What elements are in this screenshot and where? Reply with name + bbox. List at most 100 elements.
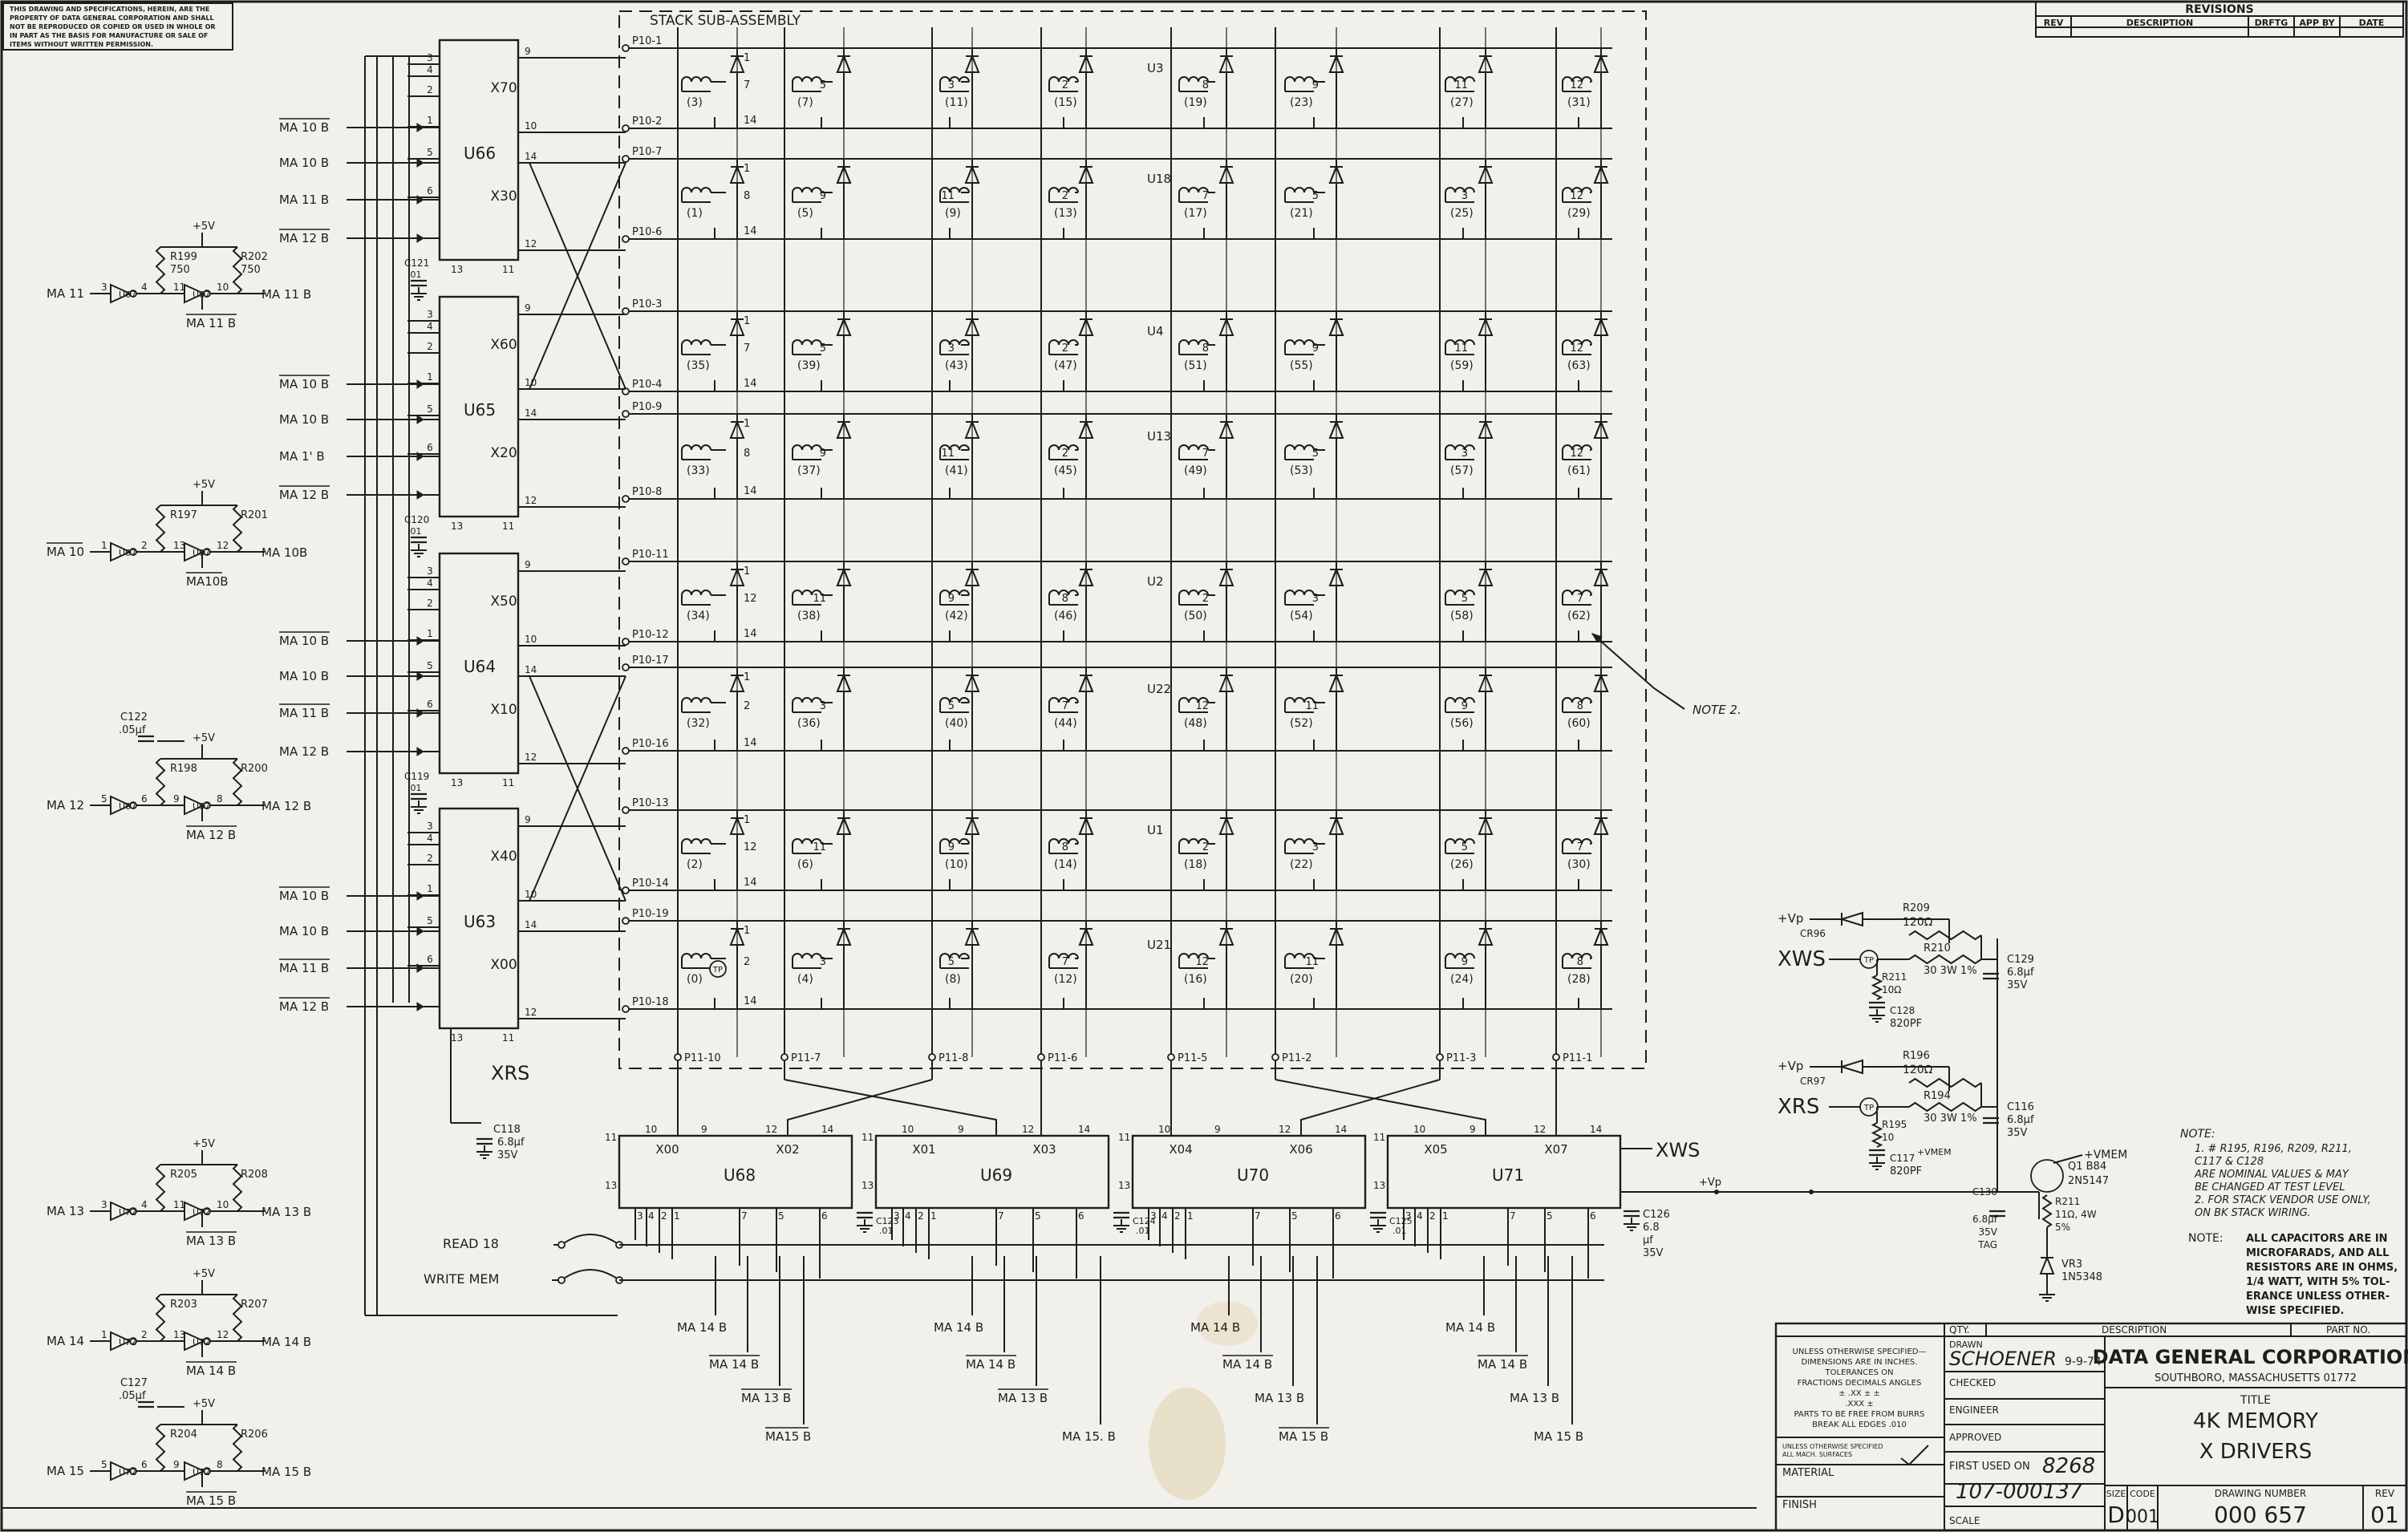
- capacitor-value: 35V: [2007, 1127, 2028, 1139]
- diode-array-label: U13: [1147, 429, 1171, 444]
- core-number: (2): [687, 858, 703, 871]
- core-winding: [1562, 187, 1592, 193]
- resistor-ref: R199: [170, 251, 197, 263]
- pullup-resistor: [232, 1424, 243, 1472]
- pin-number: 12: [1570, 190, 1583, 202]
- pin-number: 2: [1062, 448, 1068, 460]
- pin-number: 12: [1570, 448, 1583, 460]
- proprietary-notice: THIS DRAWING AND SPECIFICATIONS, HEREIN,…: [2, 2, 233, 51]
- connector-label: P10-9: [632, 401, 662, 413]
- decoder-pin-number: 5: [427, 403, 433, 415]
- core-winding: [792, 838, 822, 845]
- core-winding: [792, 697, 822, 703]
- core-winding: [792, 187, 822, 193]
- connector-label: P10-1: [632, 35, 662, 47]
- connector-pin: [557, 1241, 566, 1249]
- core-number: (29): [1567, 207, 1591, 220]
- connector-label: P11-8: [938, 1052, 968, 1064]
- capacitor-value: 35V: [497, 1149, 518, 1161]
- title-checked: CHECKED: [1949, 1377, 1996, 1388]
- note-line: MICROFARADS, AND ALL: [2246, 1247, 2389, 1259]
- core-winding: [939, 76, 970, 83]
- pin-number: 2: [1062, 342, 1068, 355]
- core-winding: [1048, 590, 1079, 596]
- gate-pin: 9: [173, 1459, 180, 1470]
- decoder-output-label: X30: [490, 188, 517, 205]
- pin-number: 1: [744, 418, 750, 430]
- title-partno: PART NO.: [2326, 1324, 2370, 1335]
- core-winding: [792, 444, 822, 451]
- switch-select-signal: MA 13 B: [1255, 1391, 1304, 1405]
- driver-signal: XRS: [1778, 1095, 1819, 1119]
- inverter-gate: [184, 795, 206, 816]
- decoder-pin-number: 6: [427, 185, 433, 197]
- capacitor-value: .05µf: [119, 1390, 146, 1402]
- capacitor-ref: C122: [120, 711, 148, 723]
- switch-pin: 14: [821, 1124, 833, 1135]
- core-number: (23): [1290, 96, 1313, 109]
- inverter-output-signal-bar: MA 15 B: [186, 1493, 236, 1508]
- junction-dot: [1809, 1190, 1814, 1194]
- decoder-pin-number: 3: [427, 52, 433, 63]
- decoder-pin-number: 2: [427, 853, 433, 864]
- connector-label: P10-2: [632, 116, 662, 128]
- capacitor-ref: C117: [1890, 1153, 1915, 1164]
- xws-signal: XWS: [1656, 1139, 1700, 1161]
- supply-label: +5V: [193, 1138, 215, 1150]
- decoder-input-signal: MA 10 B: [279, 156, 329, 170]
- decoder-input-signal: MA 10 B: [279, 634, 329, 648]
- supply-label: +5V: [193, 732, 215, 744]
- pin-number: 5: [1312, 190, 1319, 202]
- switch-output-label: X03: [1032, 1142, 1056, 1157]
- drawing-notes: NOTE:1. # R195, R196, R209, R211,C117 & …: [2180, 1128, 2398, 1317]
- pin-number: 8: [1202, 342, 1209, 355]
- pin-number: 11: [1305, 700, 1319, 712]
- title-first-used: FIRST USED ON: [1949, 1461, 2030, 1473]
- vp-label: +Vp: [1778, 911, 1803, 926]
- decoder-pin-number: 13: [451, 1032, 463, 1044]
- core-number: (48): [1184, 717, 1207, 730]
- pullup-resistor: [155, 505, 166, 553]
- signal-arrow: [416, 379, 424, 389]
- signal-arrow: [416, 963, 424, 973]
- series-resistor: [1908, 930, 1982, 941]
- decoder-pin-number: 11: [502, 264, 514, 275]
- diode-array-label: U22: [1147, 682, 1171, 696]
- inverter-output-signal: MA 12 B: [261, 799, 311, 813]
- resistor-value: 5%: [2055, 1222, 2070, 1233]
- pin-number: 8: [1577, 956, 1583, 968]
- decoder-input-signal: MA 11 B: [279, 706, 329, 720]
- gate-pin: 8: [217, 1459, 223, 1470]
- gate-pin: 1: [101, 1329, 107, 1340]
- capacitor-ref: C129: [2007, 954, 2034, 966]
- core-winding: [792, 953, 822, 959]
- damping-resistor: [1871, 975, 1883, 1000]
- switch-pin: 4: [648, 1210, 655, 1222]
- switch-output-label: X06: [1289, 1142, 1312, 1157]
- core-winding: [1562, 697, 1592, 703]
- connector-label: P10-13: [632, 797, 669, 809]
- read-signal: READ 18: [443, 1236, 499, 1251]
- inverter-input-signal: MA 11: [47, 286, 84, 301]
- note-line: ARE NOMINAL VALUES & MAY: [2194, 1169, 2349, 1181]
- switch-pin: 11: [1373, 1132, 1385, 1143]
- core-winding: [681, 444, 711, 451]
- switch-pin: 1: [674, 1210, 680, 1222]
- core-number: (27): [1450, 96, 1474, 109]
- decoder-name: U63: [464, 912, 496, 931]
- gate-ref: U67: [119, 548, 136, 558]
- core-number: (51): [1184, 359, 1207, 372]
- core-number: (9): [945, 207, 961, 220]
- jumper-link: [561, 1234, 620, 1246]
- connector-label: P10-6: [632, 226, 662, 238]
- signal-arrow: [416, 636, 424, 646]
- gate-pin: 13: [173, 1329, 185, 1340]
- decoder-name: U66: [464, 144, 496, 163]
- decoder-pin-number: 14: [525, 664, 537, 675]
- core-number: (14): [1054, 858, 1077, 871]
- switch-U69: [874, 1134, 1110, 1210]
- pin-number: 3: [1461, 448, 1468, 460]
- switch-output-label: X01: [912, 1142, 935, 1157]
- signal-arrow: [416, 158, 424, 168]
